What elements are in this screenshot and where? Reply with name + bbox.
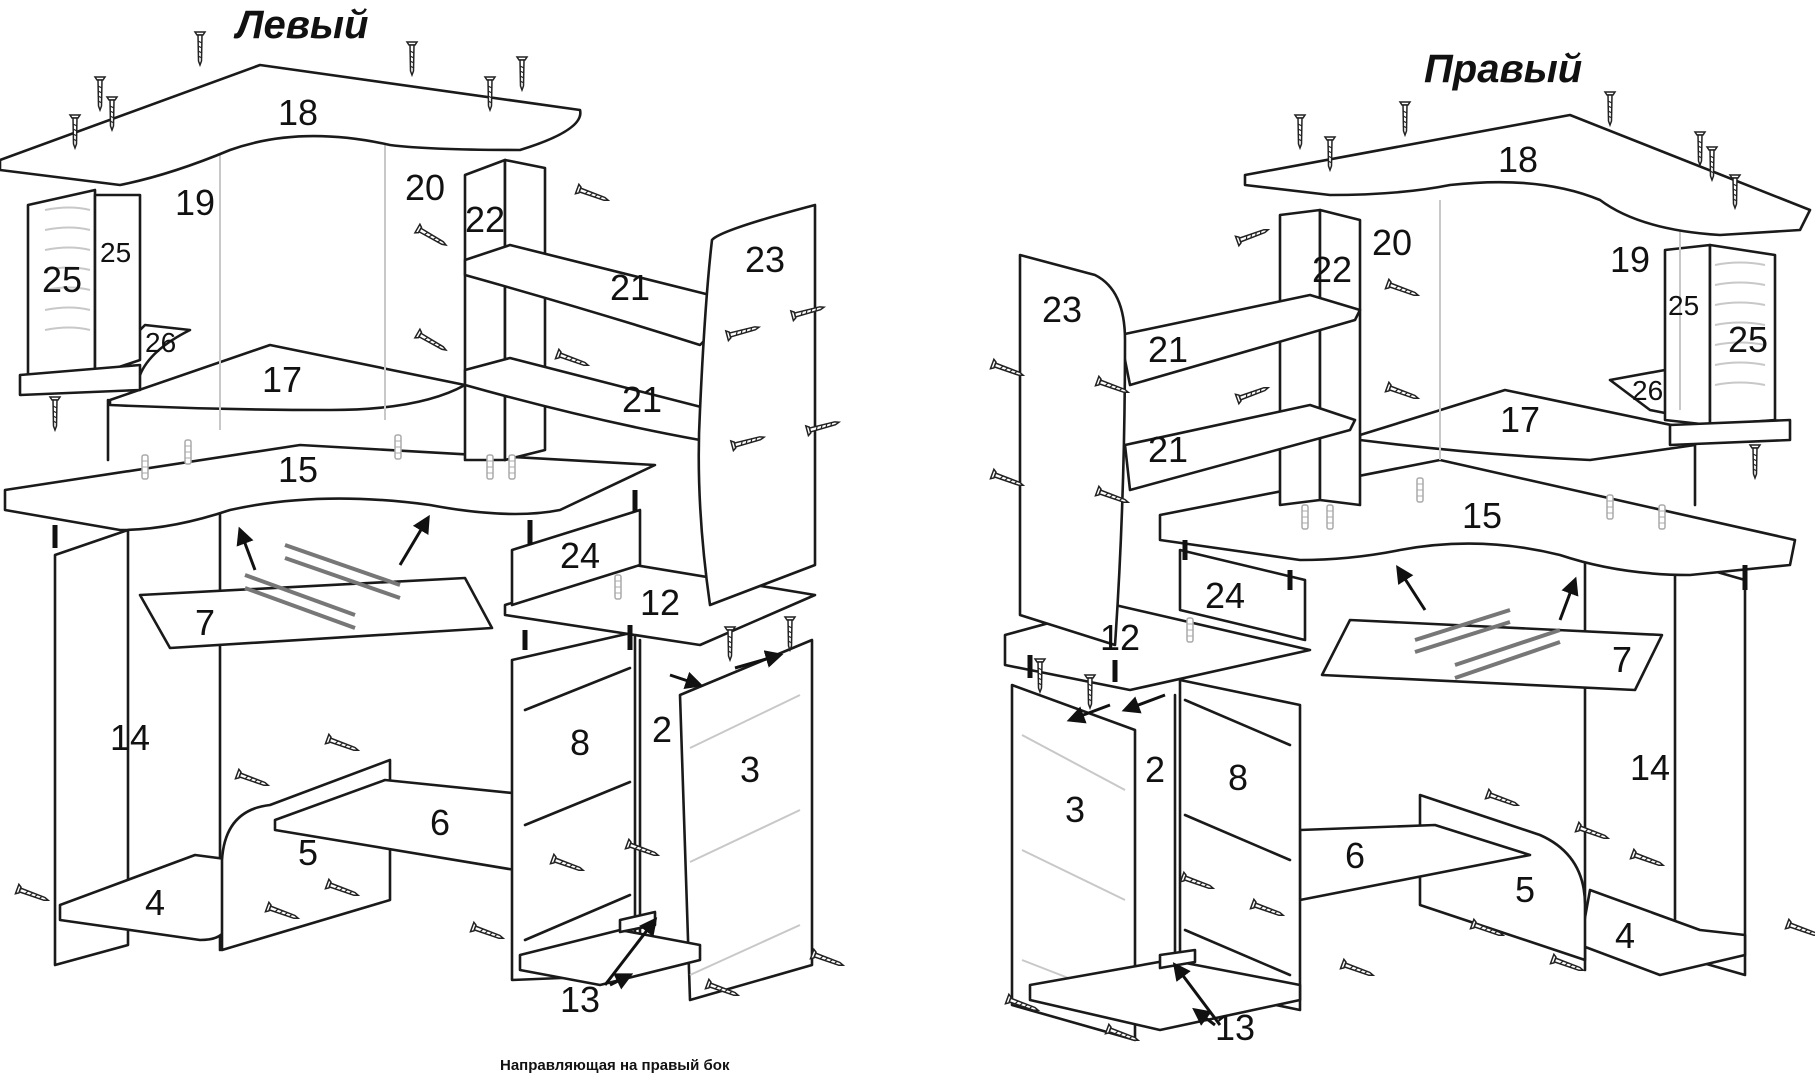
label-20-right: 20 [1372, 222, 1412, 263]
label-2: 2 [652, 709, 672, 750]
panel-25b-left [93, 193, 142, 377]
label-21a: 21 [610, 267, 650, 308]
panel-8-right-runners [1183, 698, 1292, 977]
label-21a-right: 21 [1148, 329, 1188, 370]
panel-3-guides [689, 694, 801, 976]
confirmat-icon [1027, 540, 1748, 682]
label-19: 19 [175, 182, 215, 223]
panel-25-base [18, 363, 142, 397]
panel-25-right-base [1668, 418, 1792, 447]
panel-24-left [510, 508, 642, 607]
confirmat-icon [52, 490, 638, 650]
label-5-right: 5 [1515, 869, 1535, 910]
title-left: Левый [233, 3, 368, 47]
label-21b-right: 21 [1148, 429, 1188, 470]
label-6-right: 6 [1345, 835, 1365, 876]
label-19-right: 19 [1610, 239, 1650, 280]
label-4: 4 [145, 882, 165, 923]
panel-14-left [53, 528, 130, 967]
footnote: Направляющая на правый бок [500, 1057, 730, 1074]
cd-rack-slots-right [1714, 261, 1766, 386]
label-25b: 25 [100, 237, 131, 268]
panel-21b-right [1123, 403, 1357, 492]
panel-14-right [1673, 558, 1747, 977]
arrow-icon [1066, 564, 1579, 1027]
label-22: 22 [465, 199, 505, 240]
right-assembly: 18 20 22 19 23 25 25 26 21 21 17 15 24 7… [989, 91, 1815, 1048]
label-26-right: 26 [1632, 375, 1663, 406]
label-8-right: 8 [1228, 757, 1248, 798]
label-15-right: 15 [1462, 495, 1502, 536]
label-8: 8 [570, 722, 590, 763]
label-13-right: 13 [1215, 1007, 1255, 1048]
label-20: 20 [405, 167, 445, 208]
label-23: 23 [745, 239, 785, 280]
label-4-right: 4 [1615, 915, 1635, 956]
label-14-right: 14 [1630, 747, 1670, 788]
panel-17-right [1358, 388, 1697, 462]
label-7: 7 [195, 602, 215, 643]
label-6: 6 [430, 802, 450, 843]
drawer-runner-icon [1414, 608, 1561, 680]
panel-23-right [1018, 253, 1127, 647]
label-25b-right: 25 [1728, 319, 1768, 360]
label-22-right: 22 [1312, 249, 1352, 290]
label-25a-right: 25 [1668, 290, 1699, 321]
panel-7-right [1320, 618, 1664, 692]
panel-18-left [0, 63, 582, 187]
arrow-icon [236, 514, 784, 990]
label-25a: 25 [42, 259, 82, 300]
panel-21a-left [463, 243, 712, 347]
drawer-runner-icon [244, 543, 401, 630]
panel-22-side [503, 158, 547, 462]
panel-17-left [108, 343, 467, 412]
label-12-right: 12 [1100, 617, 1140, 658]
label-13: 13 [560, 979, 600, 1020]
label-23-right: 23 [1042, 289, 1082, 330]
panel-18-right [1243, 113, 1812, 237]
label-26: 26 [145, 327, 176, 358]
label-24: 24 [560, 535, 600, 576]
label-2-right: 2 [1145, 749, 1165, 790]
panel-23-left [697, 203, 817, 607]
cd-rack-slots [44, 206, 91, 331]
title-right: Правый [1424, 47, 1582, 91]
label-24-right: 24 [1205, 575, 1245, 616]
label-14: 14 [110, 717, 150, 758]
panel-8-runners [523, 666, 632, 942]
label-3: 3 [740, 749, 760, 790]
label-3-right: 3 [1065, 789, 1085, 830]
label-17-right: 17 [1500, 399, 1540, 440]
panel-15-left [3, 443, 657, 532]
panel-25b-right [1663, 243, 1712, 427]
panel-24-right [1178, 548, 1307, 642]
panel-8-right [1178, 678, 1302, 1012]
label-5: 5 [298, 832, 318, 873]
label-17: 17 [262, 359, 302, 400]
panel-21a-right [1118, 293, 1362, 387]
label-7-right: 7 [1612, 639, 1632, 680]
label-18: 18 [278, 92, 318, 133]
label-21b: 21 [622, 379, 662, 420]
label-18-right: 18 [1498, 139, 1538, 180]
left-assembly: 18 19 20 22 23 25 25 26 17 21 21 15 24 7… [0, 31, 846, 1020]
label-12: 12 [640, 582, 680, 623]
label-15: 15 [278, 449, 318, 490]
